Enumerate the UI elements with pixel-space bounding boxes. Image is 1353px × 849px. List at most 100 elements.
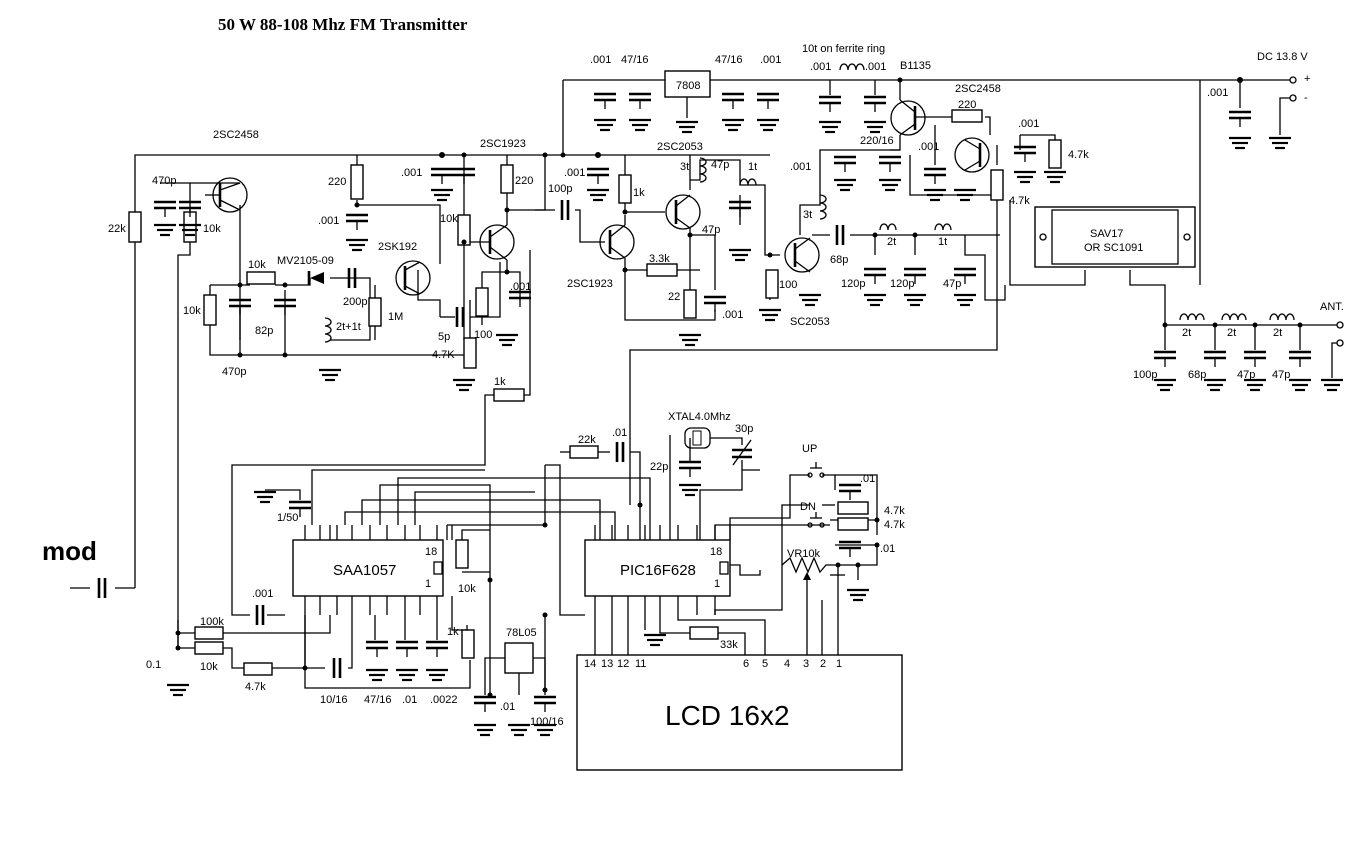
ground-symbol — [679, 483, 701, 497]
resistor — [618, 174, 632, 204]
component-value: 68p — [830, 254, 848, 266]
ic-saa1057-label: SAA1057 — [333, 562, 396, 579]
junction-dot — [622, 267, 628, 273]
coil — [739, 178, 757, 186]
resistor — [243, 662, 273, 676]
junction-dot — [237, 282, 243, 288]
capacitor — [757, 92, 779, 109]
junction-dot — [542, 612, 548, 618]
junction-dot — [237, 352, 243, 358]
component-value: .001 — [790, 161, 811, 173]
coil — [699, 157, 707, 183]
resistor — [837, 517, 869, 531]
capacitor — [560, 200, 570, 220]
ground-symbol — [864, 293, 886, 307]
resistor — [194, 626, 224, 640]
lcd-pin-label: 12 — [617, 658, 629, 670]
component-value: 4.7k — [1009, 195, 1030, 207]
ground-symbol — [474, 723, 496, 737]
ground-symbol — [1154, 378, 1176, 392]
q2-label: 2SK192 — [378, 241, 417, 253]
capacitor — [1204, 350, 1226, 367]
ground-symbol — [904, 293, 926, 307]
component-value: 1k — [494, 376, 506, 388]
ground-symbol — [924, 188, 946, 202]
ground-symbol — [254, 490, 276, 504]
resistor — [246, 271, 276, 285]
component-value: 2t — [1182, 327, 1191, 339]
regulator-78l05 — [504, 642, 534, 674]
component-value: 100/16 — [530, 716, 564, 728]
capacitor — [289, 500, 311, 517]
lcd-pin-label: 4 — [784, 658, 790, 670]
diode-label: MV2105-09 — [277, 255, 334, 267]
coils — [324, 63, 1295, 343]
ground-symbol — [1244, 378, 1266, 392]
resistor — [689, 626, 719, 640]
ground-symbol — [864, 120, 886, 134]
component-value: .001 — [252, 588, 273, 600]
capacitor — [879, 155, 901, 172]
component-value: .001 — [590, 54, 611, 66]
capacitor — [864, 267, 886, 284]
capacitor — [1229, 110, 1251, 127]
saa1057-pin18: 18 — [425, 546, 437, 558]
q1-label: 2SC2458 — [213, 129, 259, 141]
supply-minus-terminal — [1289, 94, 1297, 102]
pot-label: VR10k — [787, 548, 821, 560]
q8-label: 2SC2458 — [955, 83, 1001, 95]
button-down[interactable] — [807, 512, 825, 528]
trimmer-capacitor — [732, 439, 752, 466]
supply-rail: DC 13.8 V + - — [562, 51, 1310, 285]
ground-symbol — [1269, 136, 1291, 150]
component-value: .01 — [402, 694, 417, 706]
capacitor — [729, 200, 751, 217]
component-value: 470p — [222, 366, 246, 378]
button-up[interactable] — [807, 462, 825, 478]
ground-symbol — [819, 120, 841, 134]
coil — [1179, 313, 1205, 321]
component-value: 10k — [200, 661, 218, 673]
ground-symbol — [799, 293, 821, 307]
power-module-label-2: OR SC1091 — [1084, 242, 1143, 254]
ground-symbol — [396, 668, 418, 682]
capacitor — [924, 167, 946, 184]
q4-label: 2SC2053 — [657, 141, 703, 153]
capacitor — [274, 298, 296, 315]
component-value: 4.7K — [432, 349, 455, 361]
ground-symbol — [629, 118, 651, 132]
component-value: 200p — [343, 296, 367, 308]
component-value: 82p — [255, 325, 273, 337]
component-value: .001 — [510, 281, 531, 293]
ground-symbol — [834, 178, 856, 192]
component-value: 4.7k — [1068, 149, 1089, 161]
component-value: 47p — [1237, 369, 1255, 381]
component-value: 10k — [203, 223, 221, 235]
transistor-q3 — [479, 224, 515, 261]
resistor — [475, 287, 489, 317]
junction-dot — [487, 692, 493, 698]
coil — [324, 317, 332, 343]
coil — [879, 223, 897, 231]
junction-dots — [175, 202, 1303, 698]
component-value: 120p — [890, 278, 914, 290]
capacitor — [1154, 350, 1176, 367]
junction-dot — [687, 232, 693, 238]
junction-dot — [282, 282, 288, 288]
ground-symbol — [847, 588, 869, 602]
component-value: 47/16 — [621, 54, 649, 66]
ground-symbol — [729, 248, 751, 262]
component-value: .001 — [1207, 87, 1228, 99]
regulator-7808-label: 7808 — [676, 80, 700, 92]
junction-dot — [1212, 322, 1218, 328]
component-value: 47/16 — [715, 54, 743, 66]
component-value: 4.7k — [884, 505, 905, 517]
ground-symbol — [722, 118, 744, 132]
regulator-78l05-label: 78L05 — [506, 627, 537, 639]
resistor — [128, 211, 142, 243]
component-value: .01 — [612, 427, 627, 439]
component-value: .01 — [880, 543, 895, 555]
component-value: 5p — [438, 331, 450, 343]
coil — [819, 194, 827, 220]
junction-dot — [504, 269, 510, 275]
